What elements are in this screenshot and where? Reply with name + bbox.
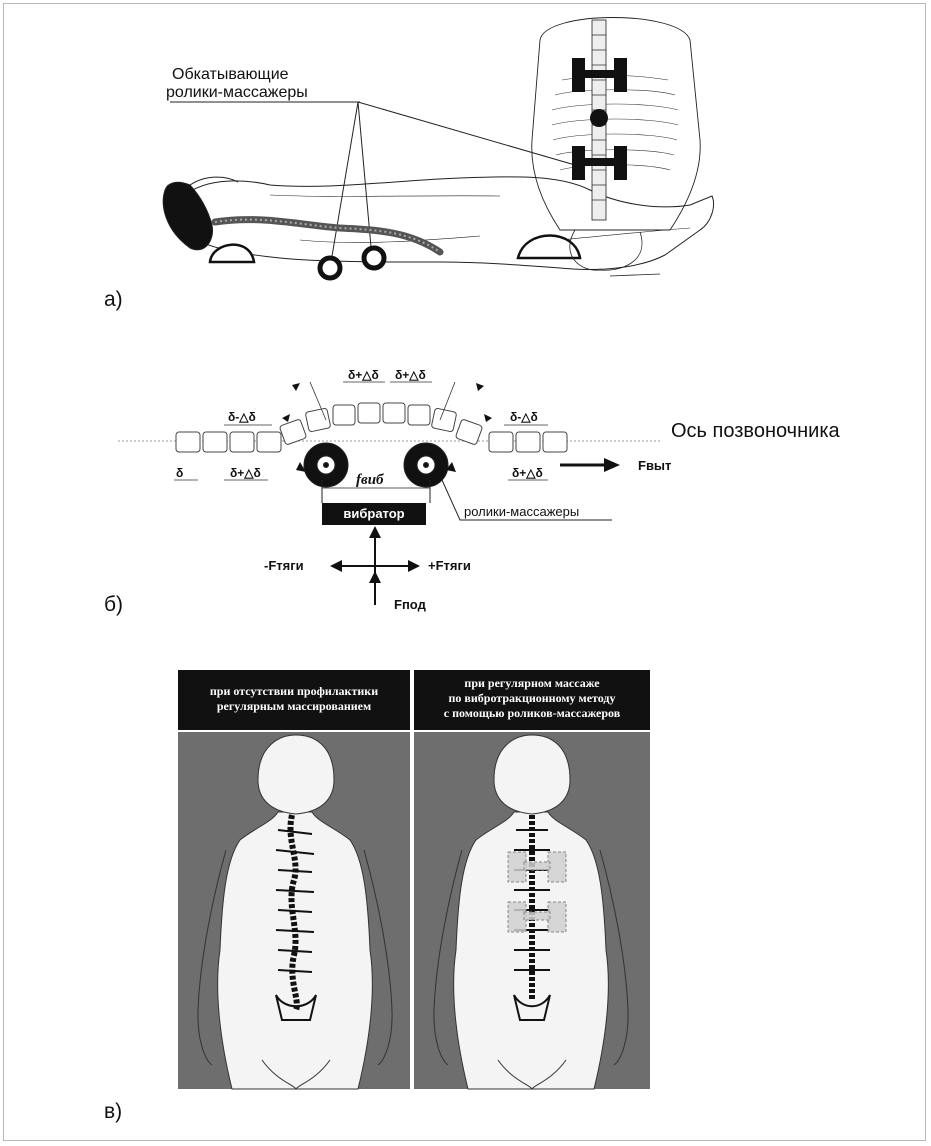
scoliotic-spine [275,814,317,1021]
figure-frame [3,3,926,1141]
callout-label-line1: Обкатывающие [172,66,289,83]
delta-plus-bottom-left: δ+△δ [230,466,261,480]
minus-f-tyagi-label: -Fтяги [264,558,304,573]
delta-minus-left: δ-△δ [228,410,256,424]
delta-left: δ [176,466,184,480]
panel-b-letter: б) [104,593,124,616]
f-vib-label: fвиб [356,472,384,488]
delta-plus-top-right: δ+△δ [395,368,426,382]
left-caption-line1: при отсутствии профилактики [209,684,379,698]
f-pod-label: Fпод [394,597,426,612]
panel-a-illustration [162,17,714,281]
right-caption: при регулярном массаже по вибротракционн… [414,676,650,721]
panel-a-letter: а) [104,288,123,311]
roller-overlays [507,851,567,933]
panel-b-diagram [118,381,660,605]
rollers-label: ролики-массажеры [464,504,580,519]
right-caption-line1: при регулярном массаже [464,676,600,690]
spine-axis-label: Ось позвоночника [671,420,840,442]
delta-plus-bottom-right: δ+△δ [512,466,543,480]
callout-label-line2: ролики-массажеры [166,84,308,101]
right-caption-line3: с помощью роликов-массажеров [443,706,621,720]
left-caption: при отсутствии профилактики регулярным м… [178,684,410,714]
panel-v-letter: в) [104,1100,123,1123]
delta-minus-right: δ-△δ [510,410,538,424]
left-caption-line2: регулярным массированием [216,699,372,713]
right-caption-line2: по вибротракционному методу [448,691,616,705]
delta-plus-top-left: δ+△δ [348,368,379,382]
plus-f-tyagi-label: +Fтяги [428,558,471,573]
f-vyt-label: Fвыт [638,458,672,473]
straight-spine [513,815,551,1021]
panel-v-comparison [176,668,652,1091]
vibrator-block: вибратор [322,503,426,525]
